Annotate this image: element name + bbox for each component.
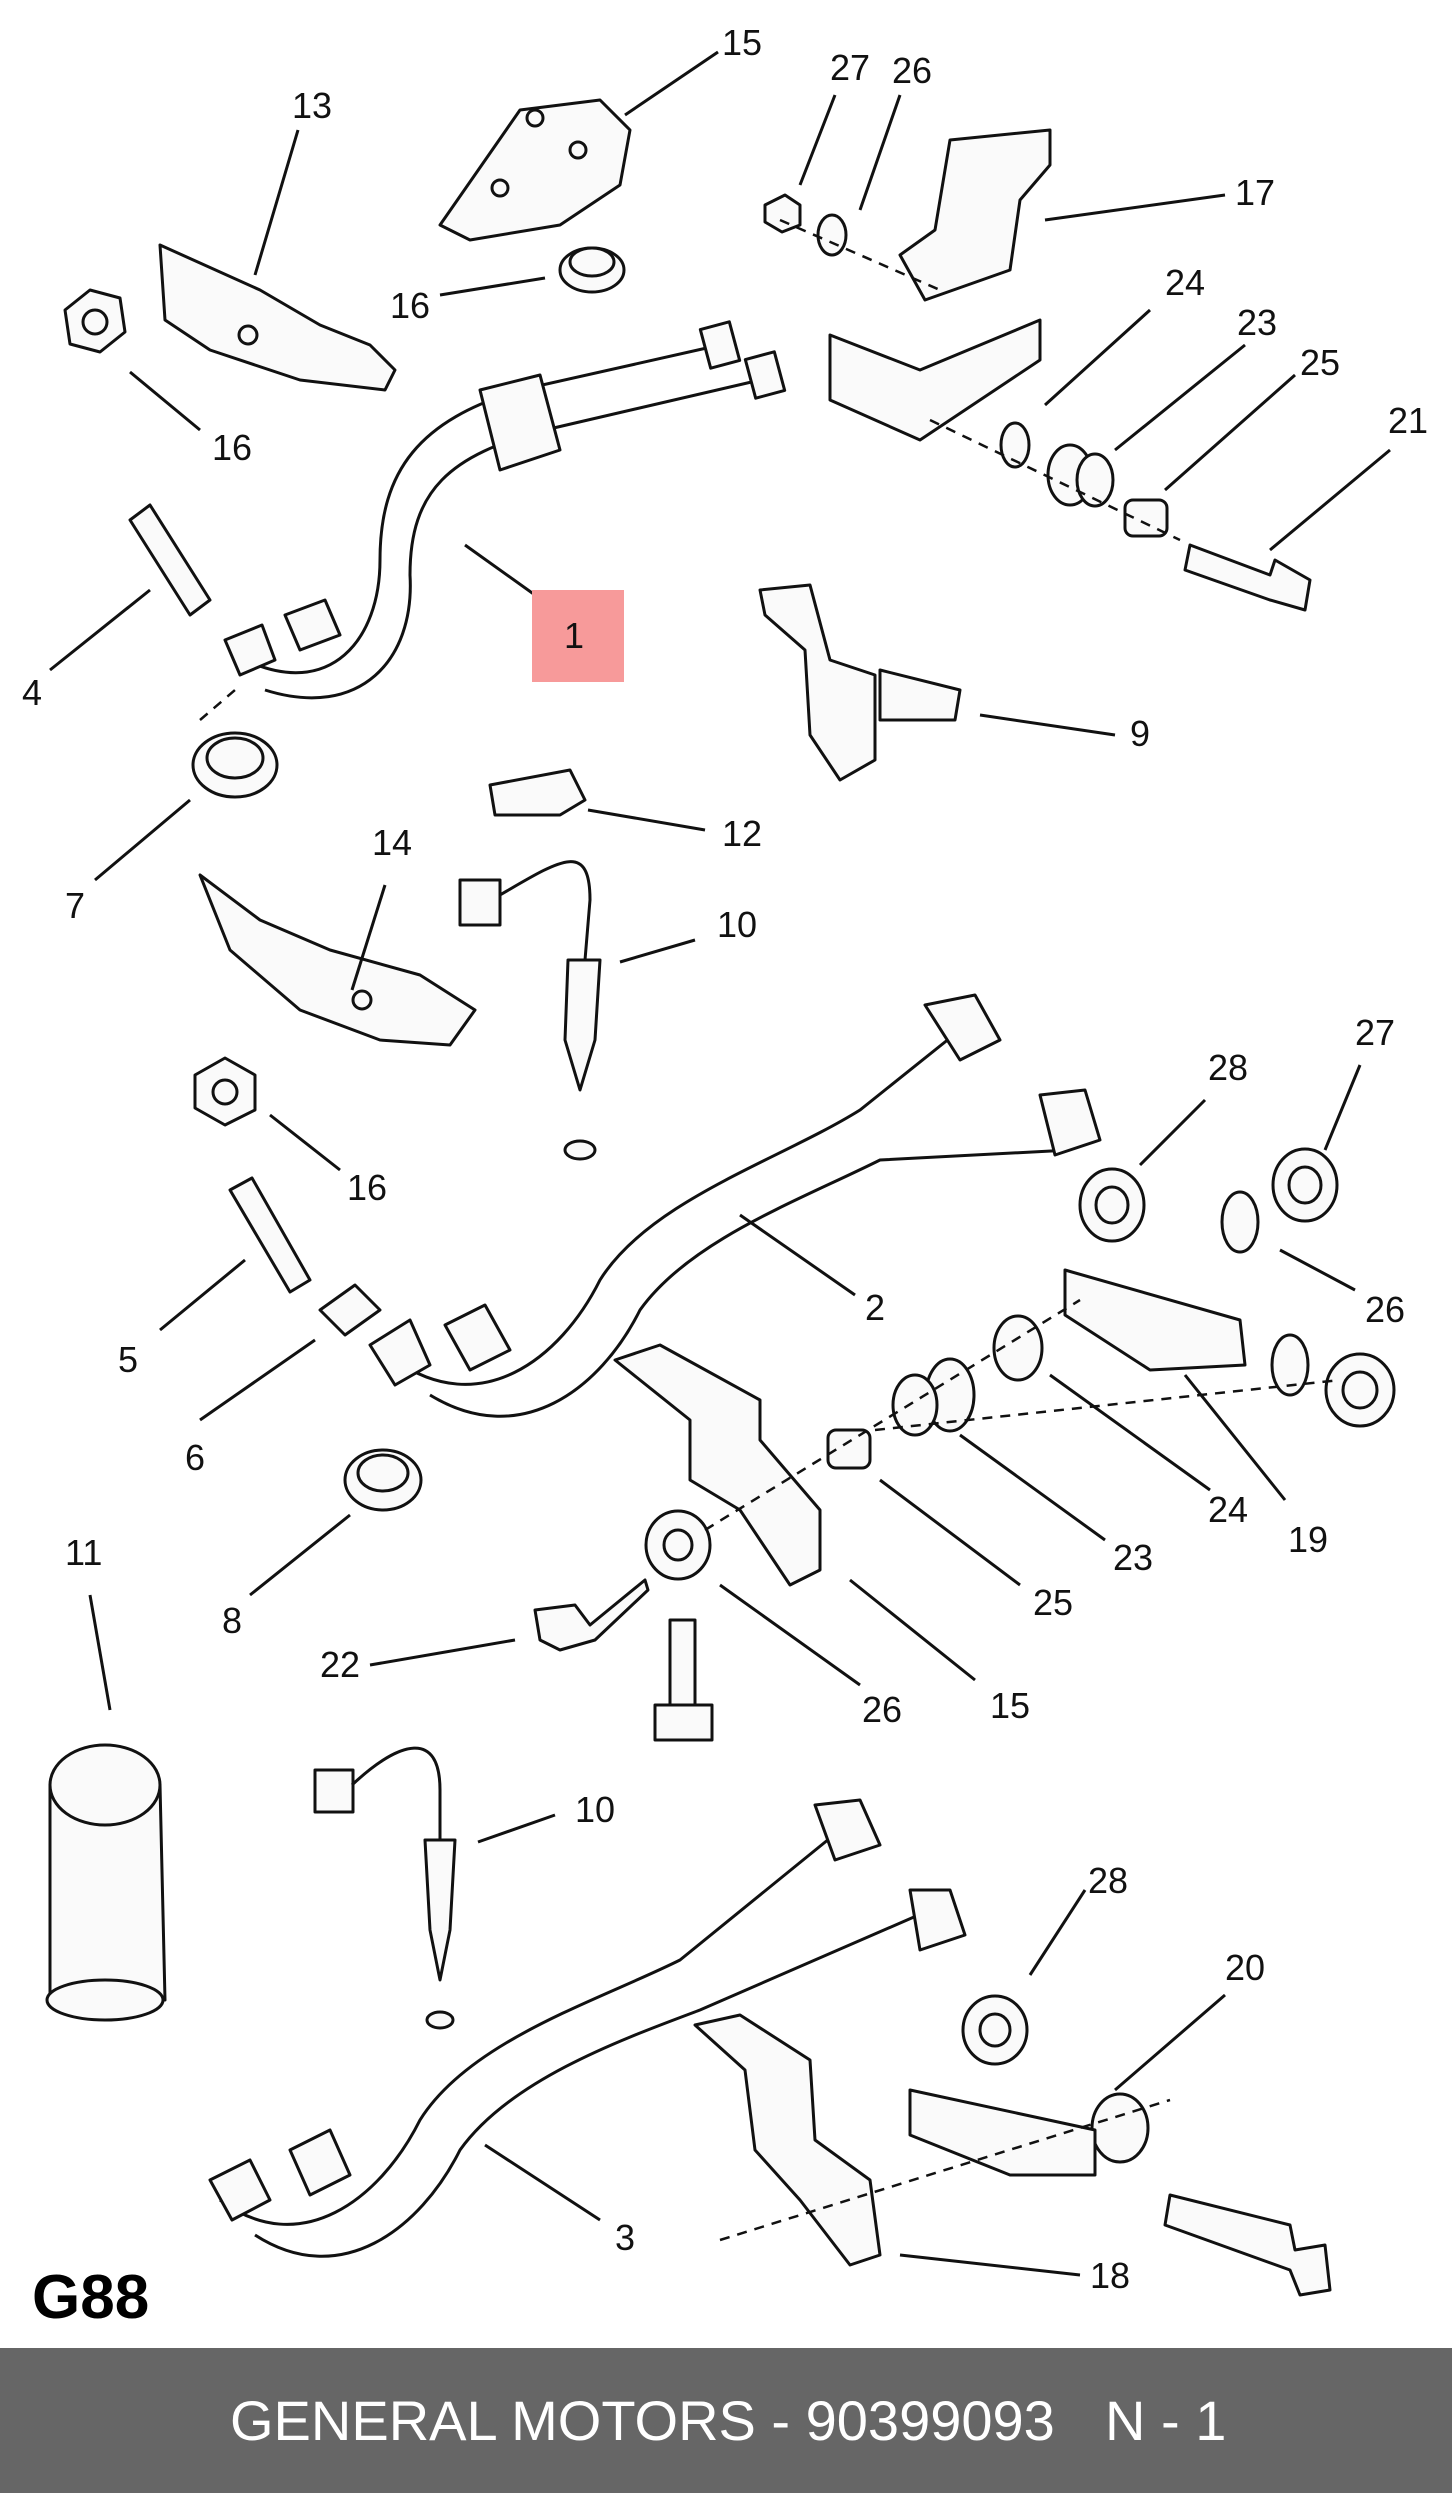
callout: 8 [222, 1600, 242, 1641]
leader-lines [49, 50, 1391, 2277]
part-2-y-pipe [368, 993, 1102, 1418]
callout: 28 [1208, 1047, 1248, 1088]
callout-labels: 15 13 27 26 17 16 16 24 23 25 21 4 1 9 7… [22, 22, 1428, 2296]
footer-bar: GENERAL MOTORS - 90399093 N - 1 [0, 2348, 1452, 2493]
part-15-bracket [613, 1343, 822, 1587]
part-11-sealant-canister [45, 1743, 167, 2022]
callout: 23 [1113, 1537, 1153, 1578]
callout: 19 [1288, 1519, 1328, 1560]
part-18-bracket [693, 2013, 1097, 2267]
part-26-washer-right [1220, 1190, 1310, 1397]
callout: 3 [615, 2217, 635, 2258]
callout: 21 [1388, 400, 1428, 441]
part-16-nut-top-left [63, 288, 127, 354]
callout: 15 [990, 1685, 1030, 1726]
callout: 10 [717, 904, 757, 945]
part-15-bolt [653, 1618, 714, 1742]
part-16-nut-left [193, 1056, 257, 1127]
callout: 28 [1088, 1860, 1128, 1901]
callout: 16 [347, 1167, 387, 1208]
part-14-heat-shield [198, 873, 477, 1047]
callout: 26 [1365, 1289, 1405, 1330]
callout: 27 [1355, 1012, 1395, 1053]
part-7-seal [191, 731, 279, 799]
part-9-bracket [758, 583, 962, 782]
callout: 14 [372, 822, 412, 863]
part-10-oxygen-sensor-lower [313, 1746, 457, 2030]
callout: 2 [865, 1287, 885, 1328]
callout: 11 [65, 1532, 102, 1573]
part-nut-right-lower [1324, 1352, 1396, 1428]
part-28-nut-lower [961, 1994, 1029, 2066]
footer-title: GENERAL MOTORS - 90399093 [230, 2389, 1055, 2452]
part-15-heat-plate [438, 98, 632, 242]
callout: 4 [22, 672, 42, 713]
callout: 16 [390, 285, 430, 326]
part-24-23-25-middle [826, 1314, 1044, 1470]
callout: 13 [292, 85, 332, 126]
part-27-26-nut-washer-top [763, 193, 848, 257]
callout: 18 [1090, 2255, 1130, 2296]
highlight-box [532, 590, 624, 682]
part-28-nut-right [1078, 1167, 1146, 1243]
part-19-bracket [1063, 1268, 1247, 1372]
part-16-grommet-top [558, 246, 626, 294]
part-1-front-pipe [223, 320, 787, 700]
part-22-bolt [533, 1578, 650, 1652]
part-6-flange [318, 1283, 382, 1337]
callout: 25 [1300, 342, 1340, 383]
part-24-23-25-21-mount [999, 421, 1312, 612]
part-12-clip [488, 768, 587, 817]
part-17-bracket [828, 128, 1052, 442]
callout: 15 [722, 22, 762, 63]
callout: 25 [1033, 1582, 1073, 1623]
callout: 7 [65, 885, 85, 926]
diagram-code: G88 [32, 2263, 150, 2332]
callout: 10 [575, 1789, 615, 1830]
callout: 9 [1130, 713, 1150, 754]
callout: 17 [1235, 172, 1275, 213]
part-8-seal [343, 1448, 423, 1512]
part-13-heat-shield [158, 243, 397, 392]
part-10-oxygen-sensor-upper [458, 860, 602, 1161]
part-26-washer-middle [644, 1509, 712, 1581]
callout: 22 [320, 1644, 360, 1685]
callout: 24 [1165, 262, 1205, 303]
callout: 5 [118, 1339, 138, 1380]
exhaust-parts-diagram: 15 13 27 26 17 16 16 24 23 25 21 4 1 9 7… [22, 22, 1428, 2297]
callout: 12 [722, 813, 762, 854]
callout: 24 [1208, 1489, 1248, 1530]
part-27-nut-right [1271, 1147, 1339, 1223]
callout: 1 [564, 615, 584, 656]
callout: 26 [892, 50, 932, 91]
part-3-y-pipe [208, 1798, 967, 2258]
callout: 6 [185, 1437, 205, 1478]
callout: 20 [1225, 1947, 1265, 1988]
callout: 26 [862, 1689, 902, 1730]
callout: 27 [830, 47, 870, 88]
callout: 16 [212, 427, 252, 468]
callout: 23 [1237, 302, 1277, 343]
part-4-stud [128, 503, 212, 617]
part-5-stud [228, 1176, 312, 1294]
footer-quantity: N - 1 [1105, 2389, 1227, 2452]
